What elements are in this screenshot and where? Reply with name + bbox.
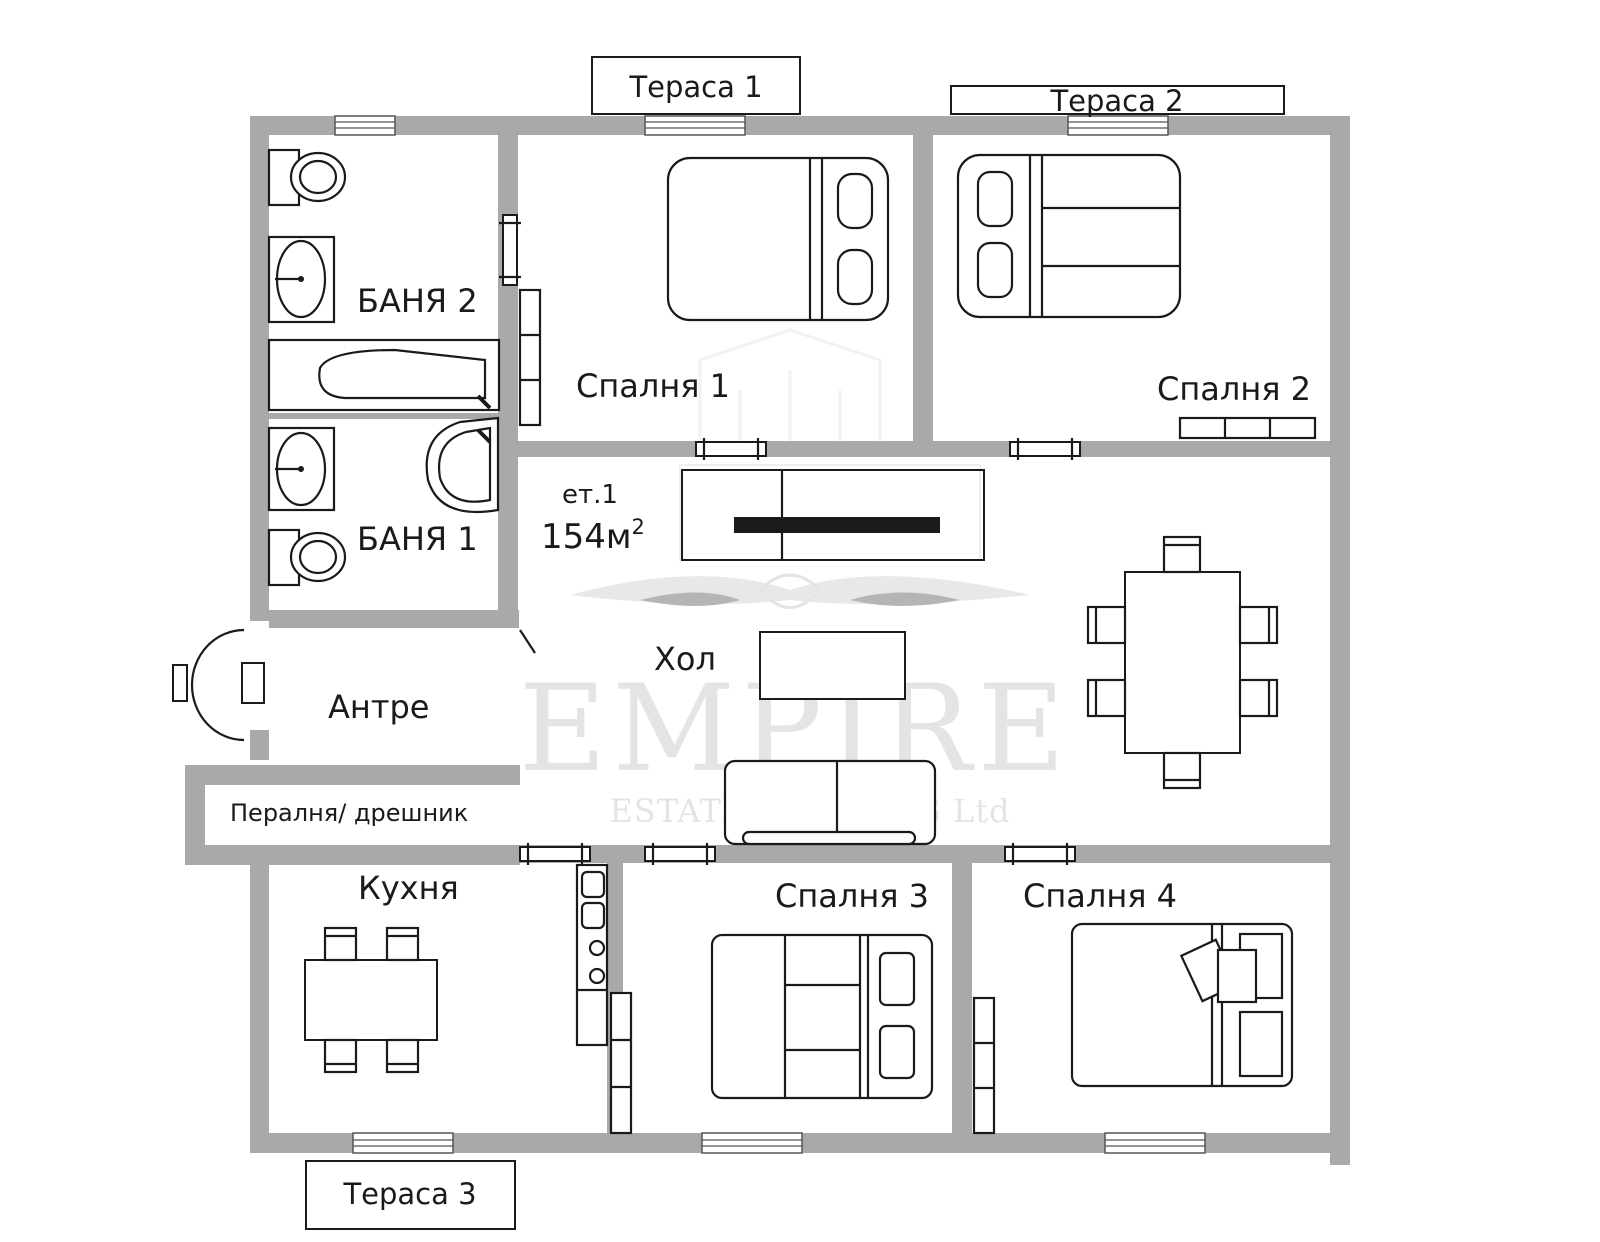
bed-icon xyxy=(710,933,934,1100)
bedroom2-furniture xyxy=(956,153,1317,440)
kitchen-table-icon xyxy=(304,926,438,1074)
entrance-label: Антре xyxy=(328,688,429,726)
bathtub-icon xyxy=(267,338,501,412)
door xyxy=(519,843,591,865)
wall-outer-left-entry xyxy=(250,730,269,760)
bath2-label: БАНЯ 2 xyxy=(357,282,478,320)
bedroom4-label: Спалня 4 xyxy=(1023,877,1177,915)
coffee-table-icon xyxy=(759,631,906,700)
bed-icon xyxy=(956,153,1182,319)
watermark: EMPIRE ESTATE BUILDING Ltd xyxy=(519,328,1065,830)
living-furniture xyxy=(681,469,1279,846)
wall-outer-left-upper xyxy=(250,116,269,621)
door xyxy=(499,214,521,286)
toilet-icon xyxy=(267,148,347,207)
wall-bed1-bed2 xyxy=(913,116,933,456)
windows xyxy=(334,115,1206,1154)
sink-icon xyxy=(267,426,336,512)
hall-label: Хол xyxy=(654,640,716,678)
wall-lower-top xyxy=(500,845,1330,863)
kitchen-furniture xyxy=(304,863,633,1135)
wall-outer-top xyxy=(250,116,1350,135)
terrace-1-label: Тераса 1 xyxy=(628,70,762,104)
terraces: Тераса 1 Тераса 2 Тераса 3 xyxy=(305,56,1285,1230)
kitchen-label: Кухня xyxy=(358,869,459,907)
bed-icon xyxy=(666,156,890,322)
bedroom1-furniture xyxy=(518,156,890,427)
wall-bath-divider xyxy=(269,413,498,419)
window xyxy=(1104,1132,1206,1154)
terrace-3-box xyxy=(305,1160,516,1230)
wall-bath1-bottom xyxy=(269,610,519,628)
bath1-label: БАНЯ 1 xyxy=(357,520,478,558)
window xyxy=(701,1132,803,1154)
wardrobe-icon xyxy=(972,996,996,1135)
door xyxy=(1004,843,1076,865)
doors xyxy=(172,214,1081,865)
laundry-label: Пералня/ дрешник xyxy=(230,799,468,827)
floor-area-label: 154м2 xyxy=(541,515,645,557)
bath1-fixtures xyxy=(267,416,500,587)
window xyxy=(644,115,746,136)
wall-bed3-bed4 xyxy=(952,845,972,1133)
floor-area-unit-sup: 2 xyxy=(632,515,645,539)
door xyxy=(695,438,767,460)
terrace-2-label: Тераса 2 xyxy=(1049,84,1183,118)
bedroom1-label: Спалня 1 xyxy=(576,367,730,405)
terrace-3-label: Тераса 3 xyxy=(342,1177,476,1211)
wall-outer-left-lower xyxy=(250,860,269,1153)
wall-laundry-left xyxy=(185,765,205,865)
wall-bath-right xyxy=(498,116,518,616)
shower-tray-icon xyxy=(425,416,500,514)
bedroom3-furniture xyxy=(710,933,934,1100)
window xyxy=(352,1132,454,1154)
bath2-fixtures xyxy=(267,148,501,412)
sink-icon xyxy=(267,235,336,324)
window xyxy=(1067,115,1169,136)
bed-icon xyxy=(1070,922,1294,1088)
terrace-1-box xyxy=(591,56,801,115)
tv-console-icon xyxy=(681,469,985,561)
sofa-icon xyxy=(723,759,937,846)
floor-level-label: ет.1 xyxy=(562,480,618,510)
bedroom2-label: Спалня 2 xyxy=(1157,370,1311,408)
wardrobe-icon xyxy=(518,288,542,427)
kitchen-counter-icon xyxy=(575,863,633,1135)
wall-outer-right xyxy=(1330,116,1350,1165)
bedroom3-label: Спалня 3 xyxy=(775,877,929,915)
wall-laundry-top xyxy=(185,765,520,785)
door xyxy=(644,843,716,865)
door xyxy=(1009,438,1081,460)
entrance-door xyxy=(172,628,536,742)
window xyxy=(334,115,396,136)
dining-table-icon xyxy=(1086,535,1279,790)
wardrobe-icon xyxy=(1178,416,1317,440)
wall-bed2-bottom xyxy=(933,441,1330,457)
terrace-2-box xyxy=(950,85,1285,115)
floor-area-value: 154м xyxy=(541,517,632,557)
toilet-icon xyxy=(267,528,347,587)
bedroom4-furniture xyxy=(972,922,1294,1135)
wall-laundry-bottom xyxy=(185,845,520,865)
